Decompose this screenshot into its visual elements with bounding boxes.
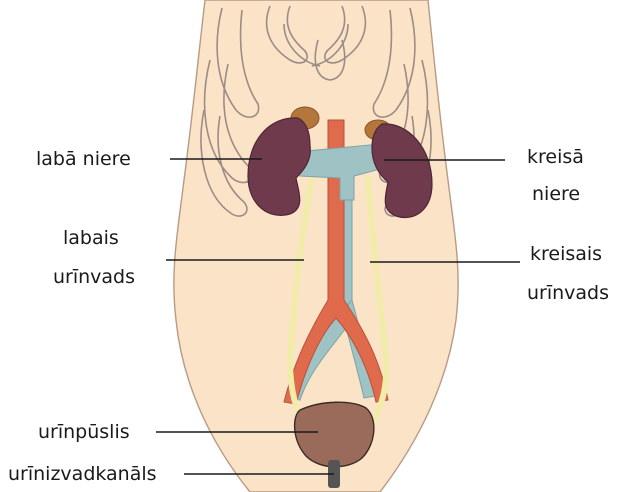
label-left-ureter-line1: kreisais: [530, 245, 602, 264]
label-bladder: urīnpūslis: [38, 423, 130, 442]
label-right-ureter-line2: urīnvads: [53, 268, 135, 287]
bladder: [295, 402, 374, 467]
label-right-kidney: labā niere: [36, 150, 131, 169]
label-left-ureter-line2: urīnvads: [527, 284, 609, 303]
label-left-kidney-line1: kreisā: [527, 148, 584, 167]
label-urethra: urīnizvadkanāls: [8, 465, 157, 484]
label-right-ureter-line1: labais: [63, 229, 119, 248]
label-left-kidney-line2: niere: [532, 185, 580, 204]
